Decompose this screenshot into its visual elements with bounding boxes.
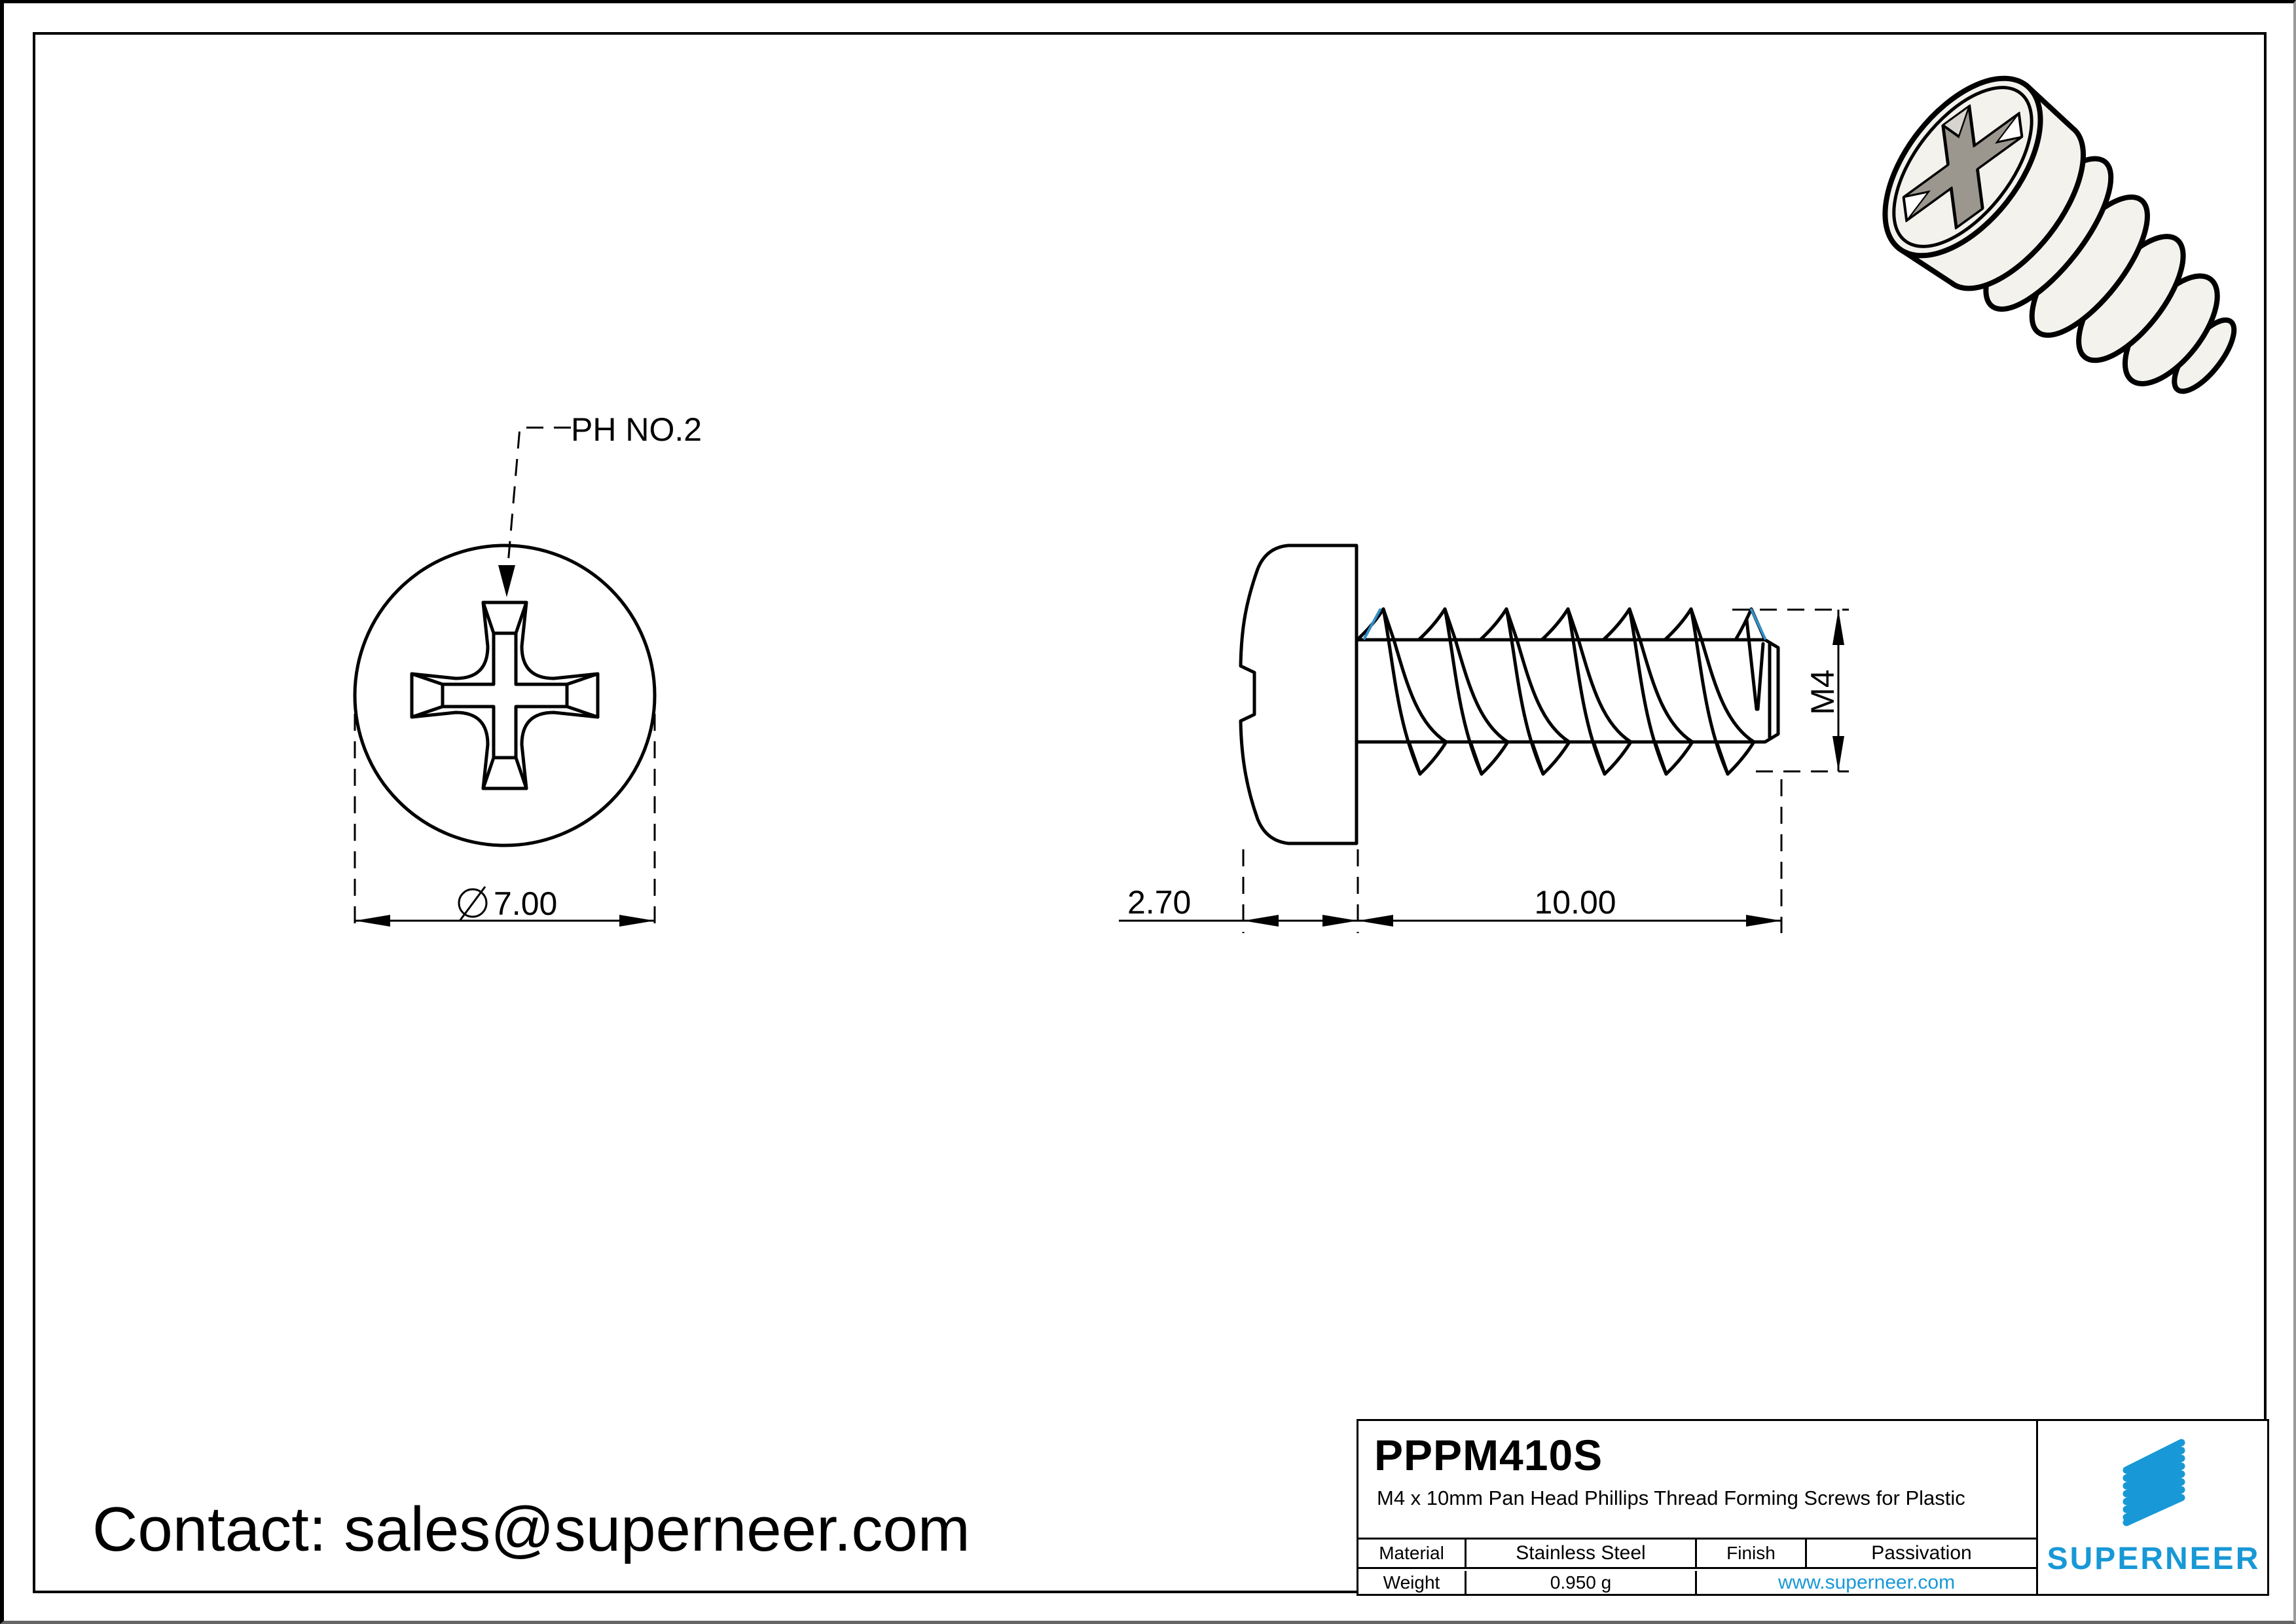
brand-logo-stripes-icon xyxy=(2123,1439,2185,1526)
part-number: PPPM410S xyxy=(1374,1431,1603,1479)
thread-size-value: M4 xyxy=(1804,669,1841,714)
weight-value: 0.950 g xyxy=(1467,1571,1697,1594)
phillips-cross-outer xyxy=(410,600,600,790)
screw-3d-render xyxy=(1882,75,2237,394)
thread-start-highlight xyxy=(1363,608,1381,640)
thread-length-value: 10.00 xyxy=(1534,884,1616,921)
website-link[interactable]: www.superneer.com xyxy=(1777,1571,1956,1593)
title-block-main-cell: PPPM410S M4 x 10mm Pan Head Phillips Thr… xyxy=(1358,1421,2036,1540)
dim-arrow xyxy=(1832,610,1844,645)
dim-arrow-right xyxy=(619,915,655,927)
dim-arrow xyxy=(1243,915,1279,927)
finish-label: Finish xyxy=(1697,1540,1807,1567)
phillips-cross-wedges xyxy=(410,600,600,790)
diameter-symbol xyxy=(458,886,488,921)
dim-arrow xyxy=(1832,736,1844,771)
head-circle xyxy=(353,544,657,847)
thread-teeth-upper xyxy=(1355,607,1767,642)
thread-teeth-lower xyxy=(1407,740,1756,776)
weight-label: Weight xyxy=(1358,1571,1467,1594)
side-view: 2.70 10.00 M4 xyxy=(1119,544,1849,933)
brand-name: SUPERNEER xyxy=(2047,1541,2261,1576)
dim-arrow xyxy=(1746,915,1781,927)
part-description: M4 x 10mm Pan Head Phillips Thread Formi… xyxy=(1377,1486,1965,1509)
finish-value: Passivation xyxy=(1871,1542,1972,1564)
material-value: Stainless Steel xyxy=(1467,1540,1697,1567)
drive-leader-arrow xyxy=(498,565,515,597)
head-face-rim xyxy=(1892,86,2033,248)
material-label: Material xyxy=(1358,1540,1467,1567)
front-view: PH NO.2 7.00 xyxy=(353,411,702,933)
dim-arrow xyxy=(1358,915,1393,927)
title-block-row-material: Material Stainless Steel Finish Passivat… xyxy=(1358,1540,2036,1569)
title-block-row-weight: Weight 0.950 g www.superneer.com xyxy=(1358,1571,2036,1594)
head-diameter-value: 7.00 xyxy=(494,885,557,922)
drive-label: PH NO.2 xyxy=(571,411,702,448)
sheet-frame xyxy=(33,32,2267,1593)
head-profile xyxy=(1239,544,1358,845)
thread-flank-lines xyxy=(1381,607,1765,776)
shank-outline xyxy=(1355,638,1780,744)
drive-leader-line xyxy=(507,426,571,564)
drawing-canvas: PH NO.2 7.00 xyxy=(353,75,2237,933)
phillips-cross-inner xyxy=(441,631,569,760)
thread-end-highlight xyxy=(1750,608,1766,640)
title-block: PPPM410S M4 x 10mm Pan Head Phillips Thr… xyxy=(1357,1419,2269,1596)
head-height-value: 2.70 xyxy=(1127,884,1191,921)
dim-arrow-left xyxy=(355,915,390,927)
contact-line: Contact: sales@superneer.com xyxy=(92,1494,970,1564)
dim-arrow xyxy=(1322,915,1358,927)
brand-logo-cell: SUPERNEER xyxy=(2036,1421,2269,1594)
phillips-recess-3d xyxy=(1902,103,2024,230)
